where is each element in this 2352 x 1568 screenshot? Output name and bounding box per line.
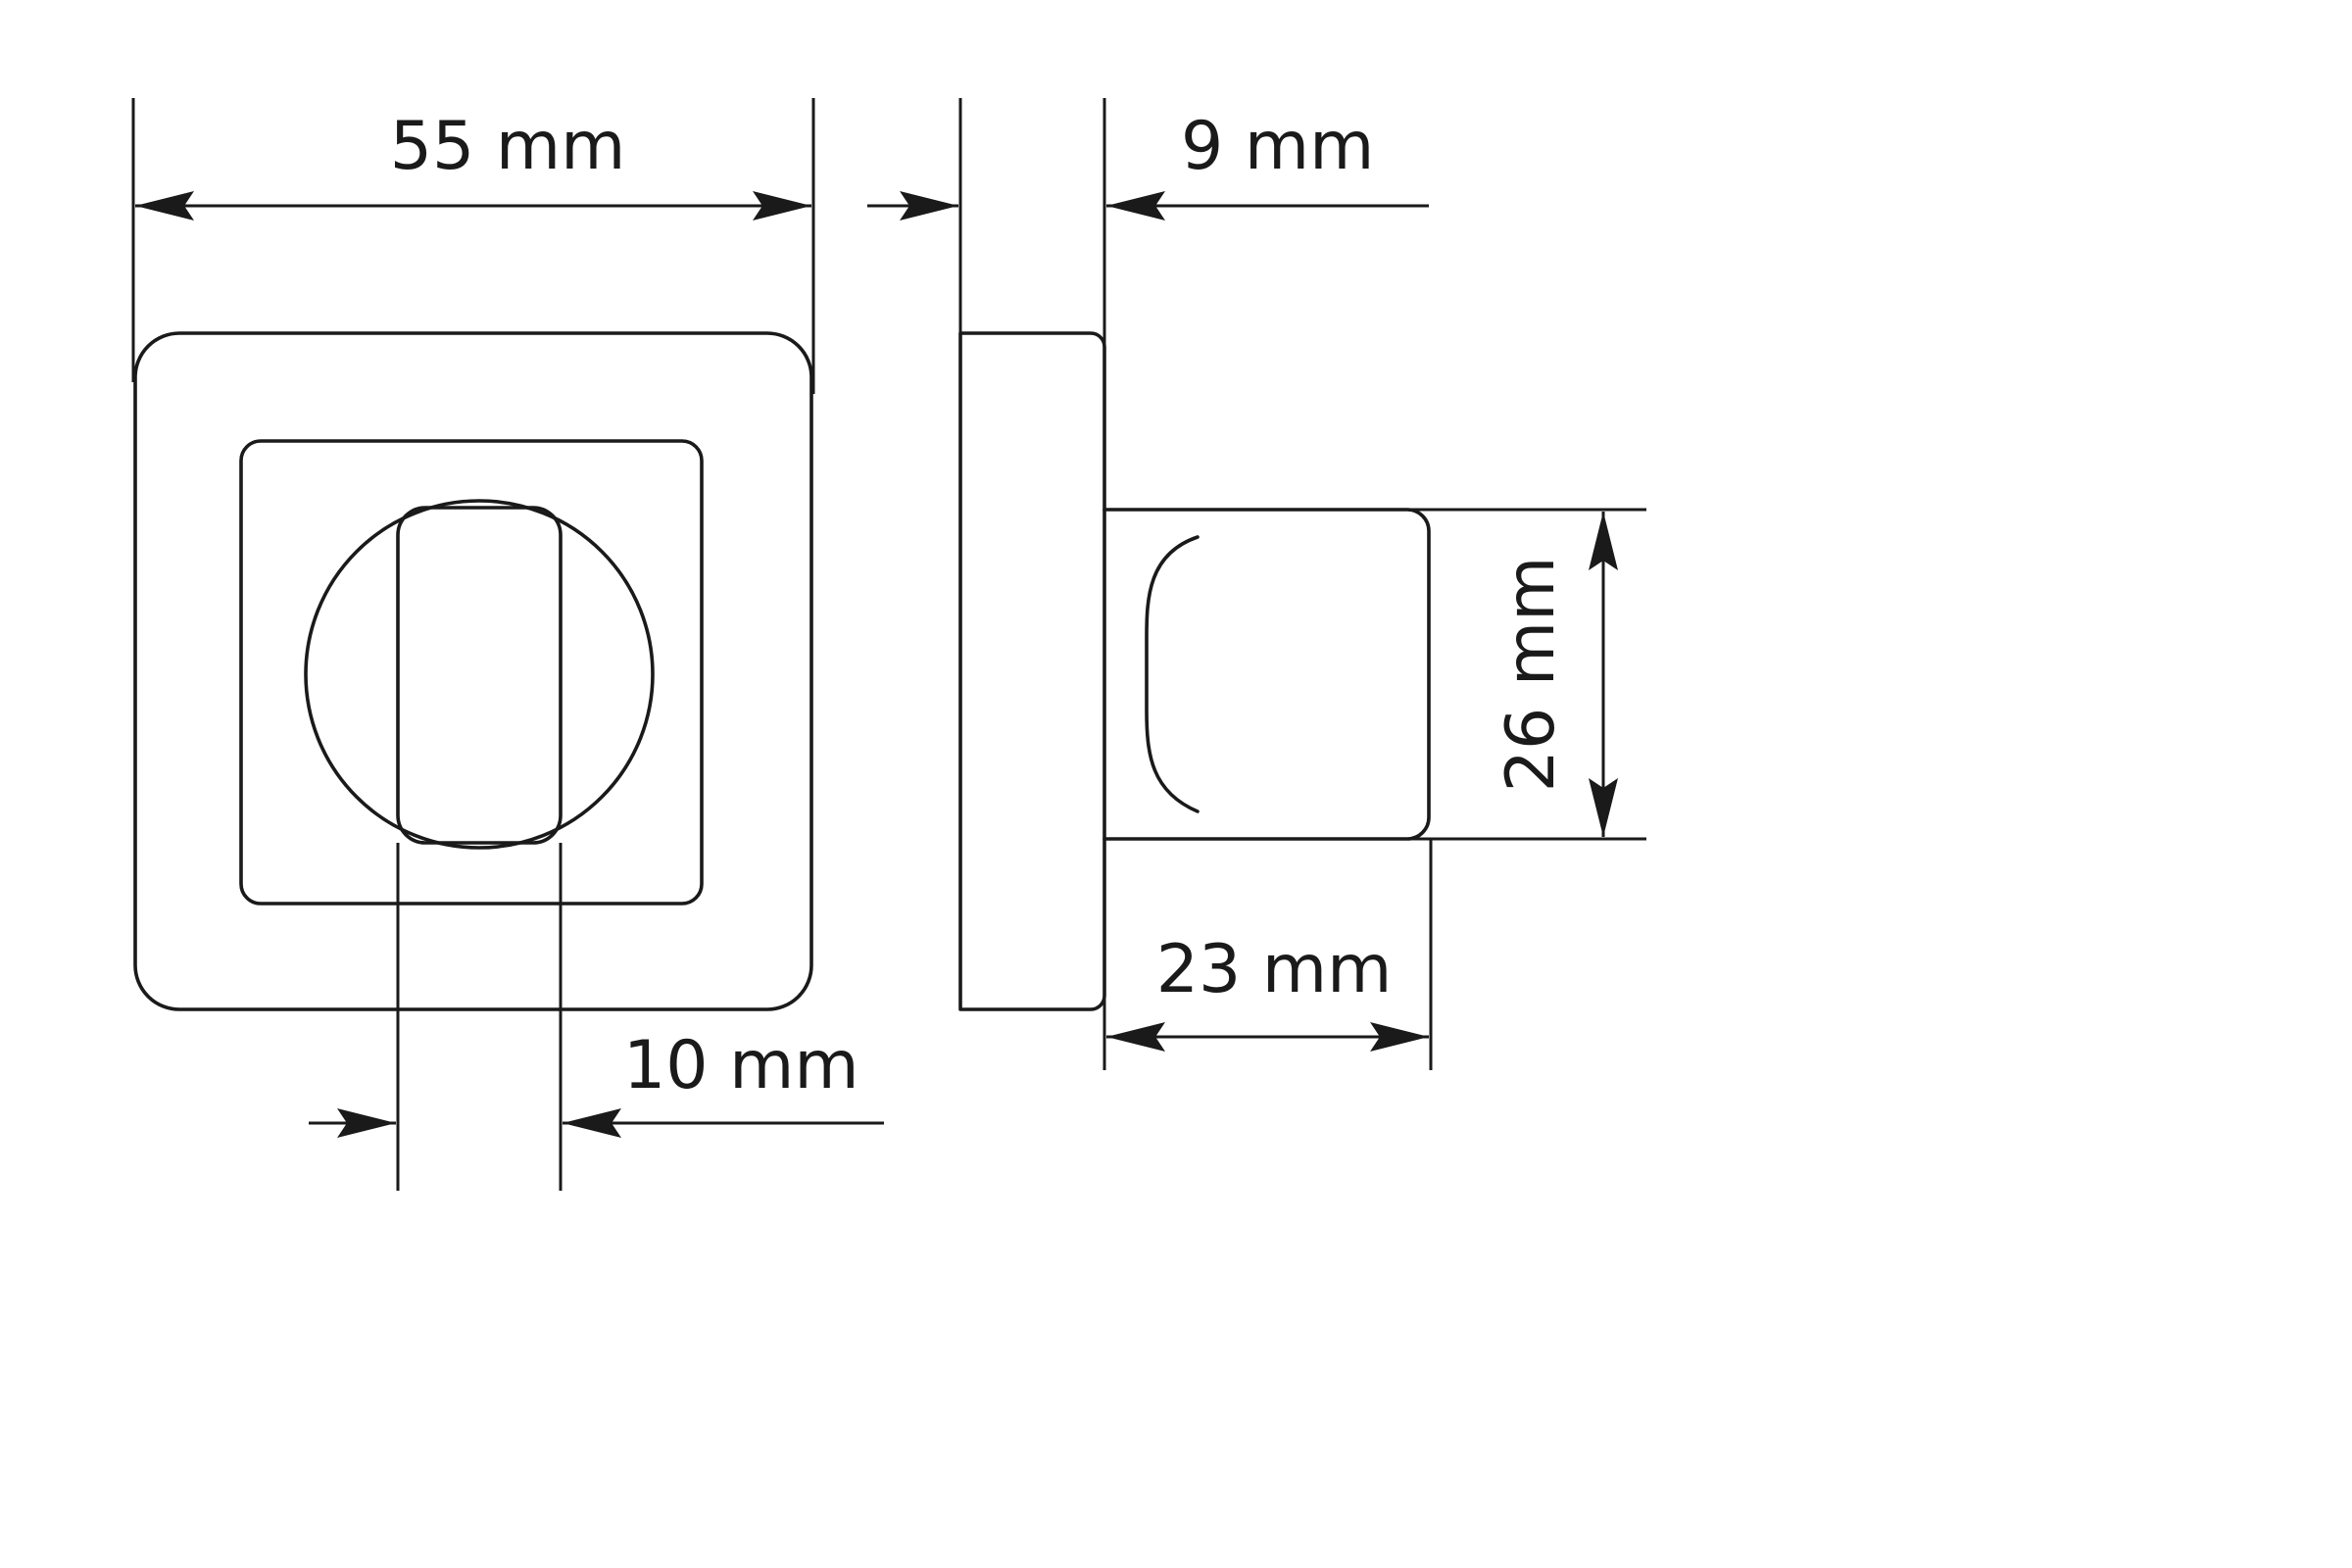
side-view (958, 331, 1431, 1011)
inner-square (239, 439, 704, 906)
rosette-profile (958, 331, 1106, 1011)
slot-width-label: 10 mm (623, 1027, 859, 1104)
dimension-55mm: 55 mm (131, 98, 815, 394)
grip-recess (1145, 535, 1200, 813)
thumb-turn-slot (396, 506, 563, 845)
dimension-26mm: 26 mm (1407, 508, 1646, 841)
dimension-10mm: 10 mm (309, 843, 884, 1191)
depth-label: 9 mm (1181, 108, 1374, 185)
height-label: 26 mm (1493, 557, 1570, 793)
front-view (133, 331, 813, 1011)
width-label: 55 mm (390, 108, 626, 185)
outer-rosette (133, 331, 813, 1011)
dimension-9mm: 9 mm (867, 98, 1429, 512)
knob-profile (1102, 508, 1431, 841)
dimension-23mm: 23 mm (1102, 839, 1433, 1070)
length-label: 23 mm (1156, 931, 1393, 1008)
thumb-turn-circle (304, 499, 655, 850)
